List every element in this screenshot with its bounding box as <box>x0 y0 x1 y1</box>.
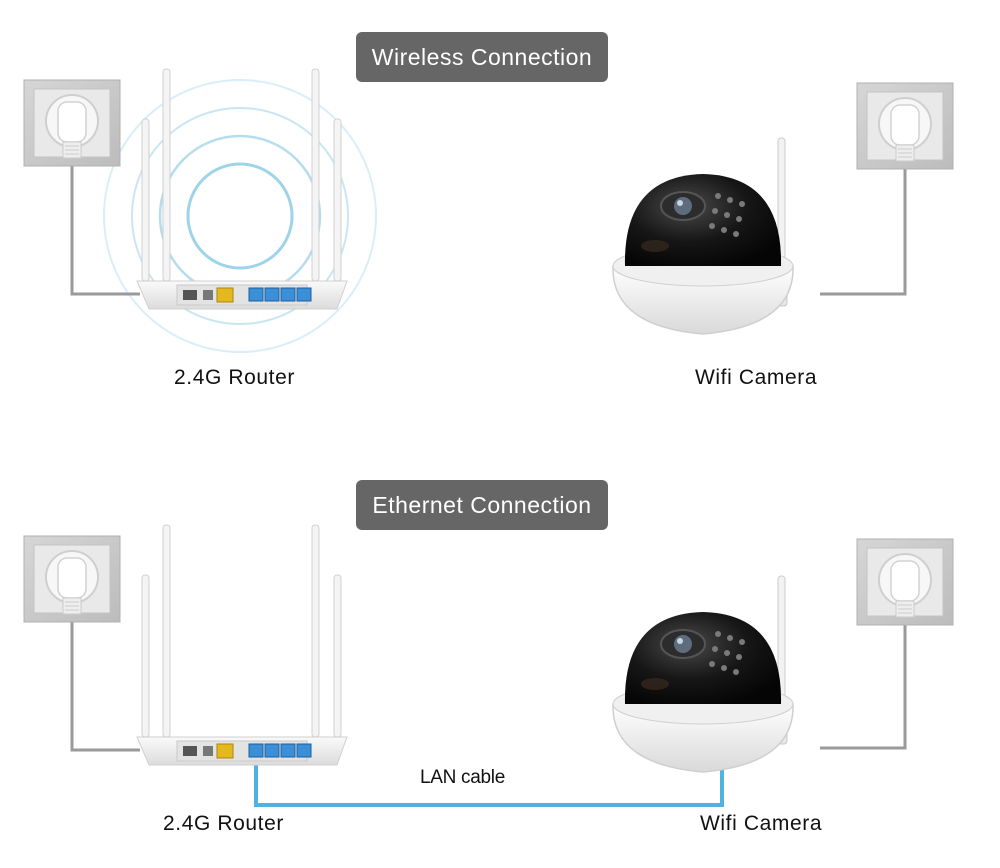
wall-socket-left-bottom <box>23 535 121 623</box>
wall-socket-right-bottom <box>856 538 954 626</box>
power-cable-router-bottom <box>70 622 140 752</box>
power-cable-camera-top <box>820 165 907 296</box>
router-label-ethernet: 2.4G Router <box>163 812 284 835</box>
wall-socket-right-top <box>856 82 954 170</box>
wireless-connection-title: Wireless Connection <box>356 32 608 82</box>
router-top <box>136 68 348 310</box>
lan-cable-label: LAN cable <box>420 767 505 788</box>
power-cable-router-top <box>70 165 140 296</box>
camera-label-wireless: Wifi Camera <box>695 366 818 389</box>
router-label-wireless: 2.4G Router <box>174 366 295 389</box>
camera-top <box>611 137 795 335</box>
wall-socket-left-top <box>23 79 121 167</box>
lan-cable <box>254 756 724 807</box>
ethernet-connection-title: Ethernet Connection <box>356 480 608 530</box>
router-bottom <box>136 524 348 766</box>
camera-label-ethernet: Wifi Camera <box>700 812 823 835</box>
power-cable-camera-bottom <box>820 625 907 750</box>
camera-bottom <box>611 575 795 773</box>
